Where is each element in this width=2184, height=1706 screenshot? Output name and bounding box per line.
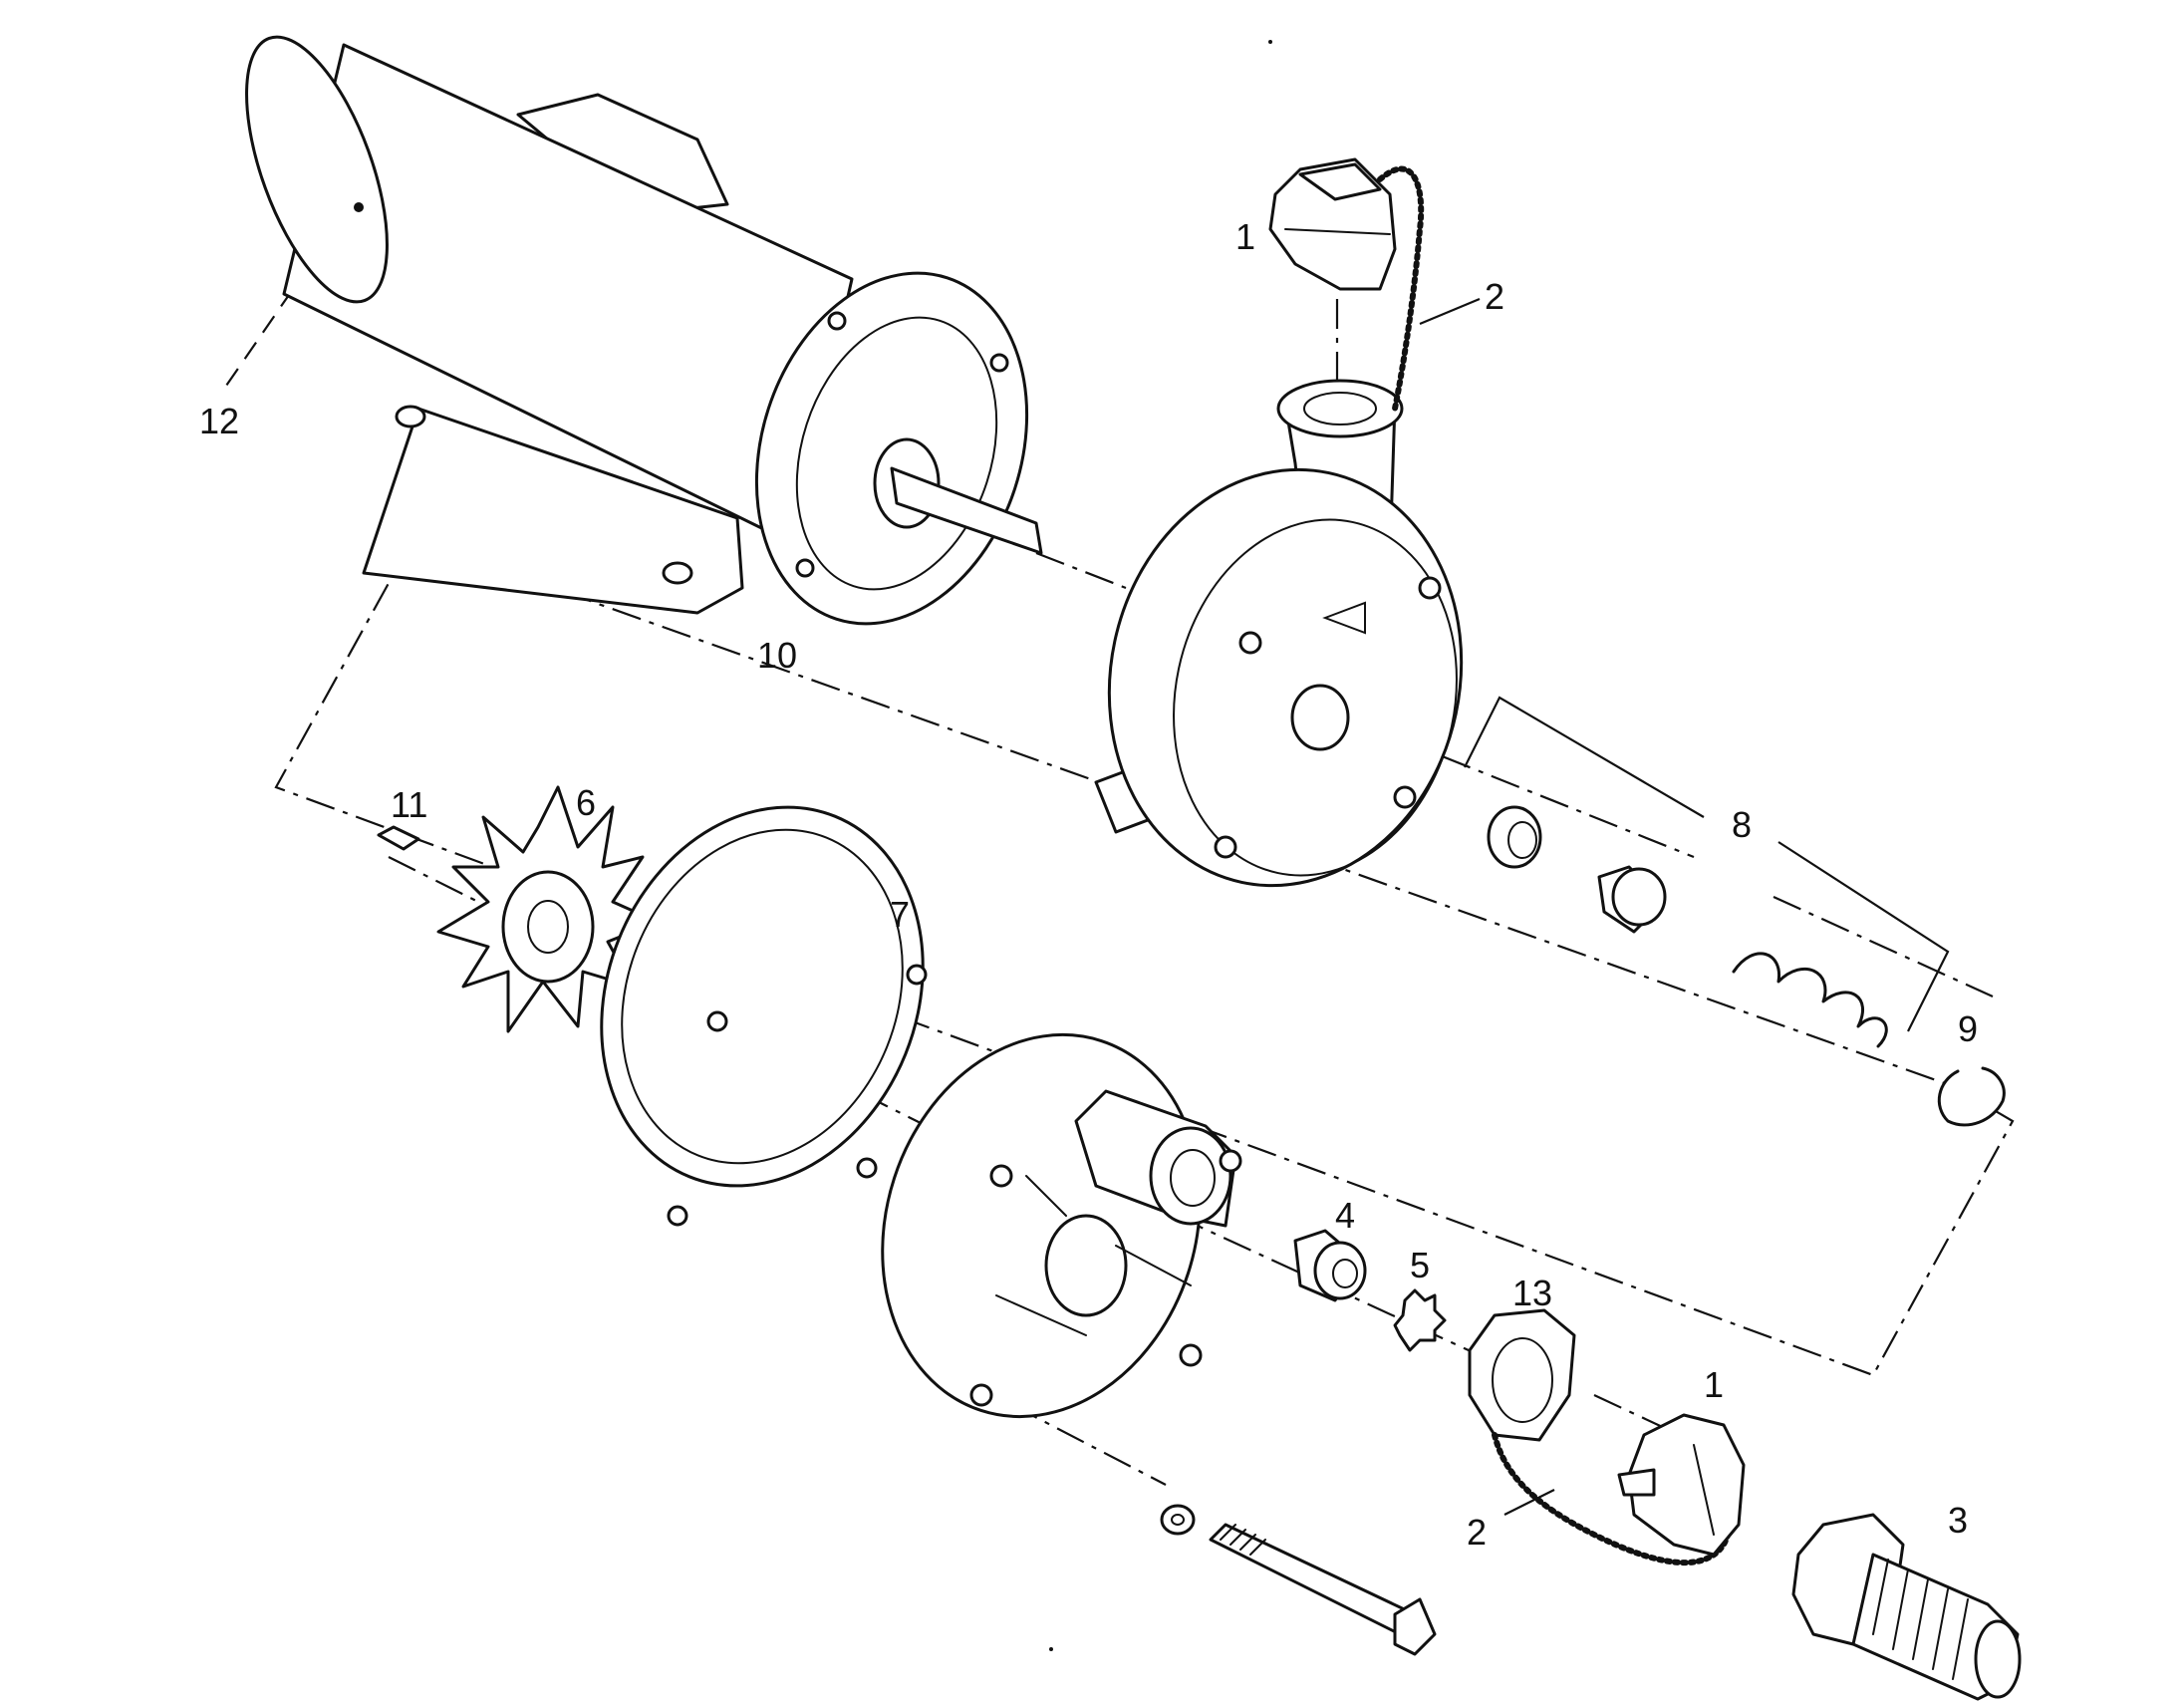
cap-top <box>1268 157 1397 291</box>
callout-9: 9 <box>1958 1008 1978 1049</box>
pump-casing <box>1094 379 1464 888</box>
callout-1-bottom: 1 <box>1704 1364 1724 1405</box>
hose-fitting <box>1791 1513 2022 1701</box>
gasket <box>600 805 928 1227</box>
callout-4: 4 <box>1335 1195 1355 1236</box>
callout-13: 13 <box>1512 1273 1552 1313</box>
bushing <box>1293 1229 1367 1302</box>
callout-11: 11 <box>391 784 427 825</box>
callout-1-top: 1 <box>1235 216 1255 257</box>
lock-washer <box>1393 1288 1447 1352</box>
leader-lines <box>1419 297 1950 1516</box>
callout-8: 8 <box>1732 804 1752 845</box>
callout-labels: 1 2 12 10 11 6 7 8 9 4 5 13 1 2 3 <box>199 216 1978 1553</box>
cap-bottom <box>1617 1413 1746 1557</box>
motor <box>245 35 1043 626</box>
chain-top <box>1377 165 1425 412</box>
callout-6: 6 <box>576 782 596 823</box>
seal-assembly <box>1487 805 1888 1048</box>
coupling <box>1468 1308 1576 1442</box>
callout-5: 5 <box>1410 1245 1430 1285</box>
impeller <box>436 785 660 1033</box>
callout-7: 7 <box>890 894 910 935</box>
callout-10: 10 <box>757 635 797 676</box>
shaft-bolt <box>1160 1504 1437 1656</box>
retaining-ring <box>1937 1066 2006 1127</box>
pump-cover <box>881 1032 1242 1419</box>
callout-12: 12 <box>199 401 239 441</box>
key <box>377 825 420 851</box>
callout-3: 3 <box>1948 1500 1968 1541</box>
callout-2-bottom: 2 <box>1467 1512 1487 1553</box>
callout-2-top: 2 <box>1485 276 1504 317</box>
